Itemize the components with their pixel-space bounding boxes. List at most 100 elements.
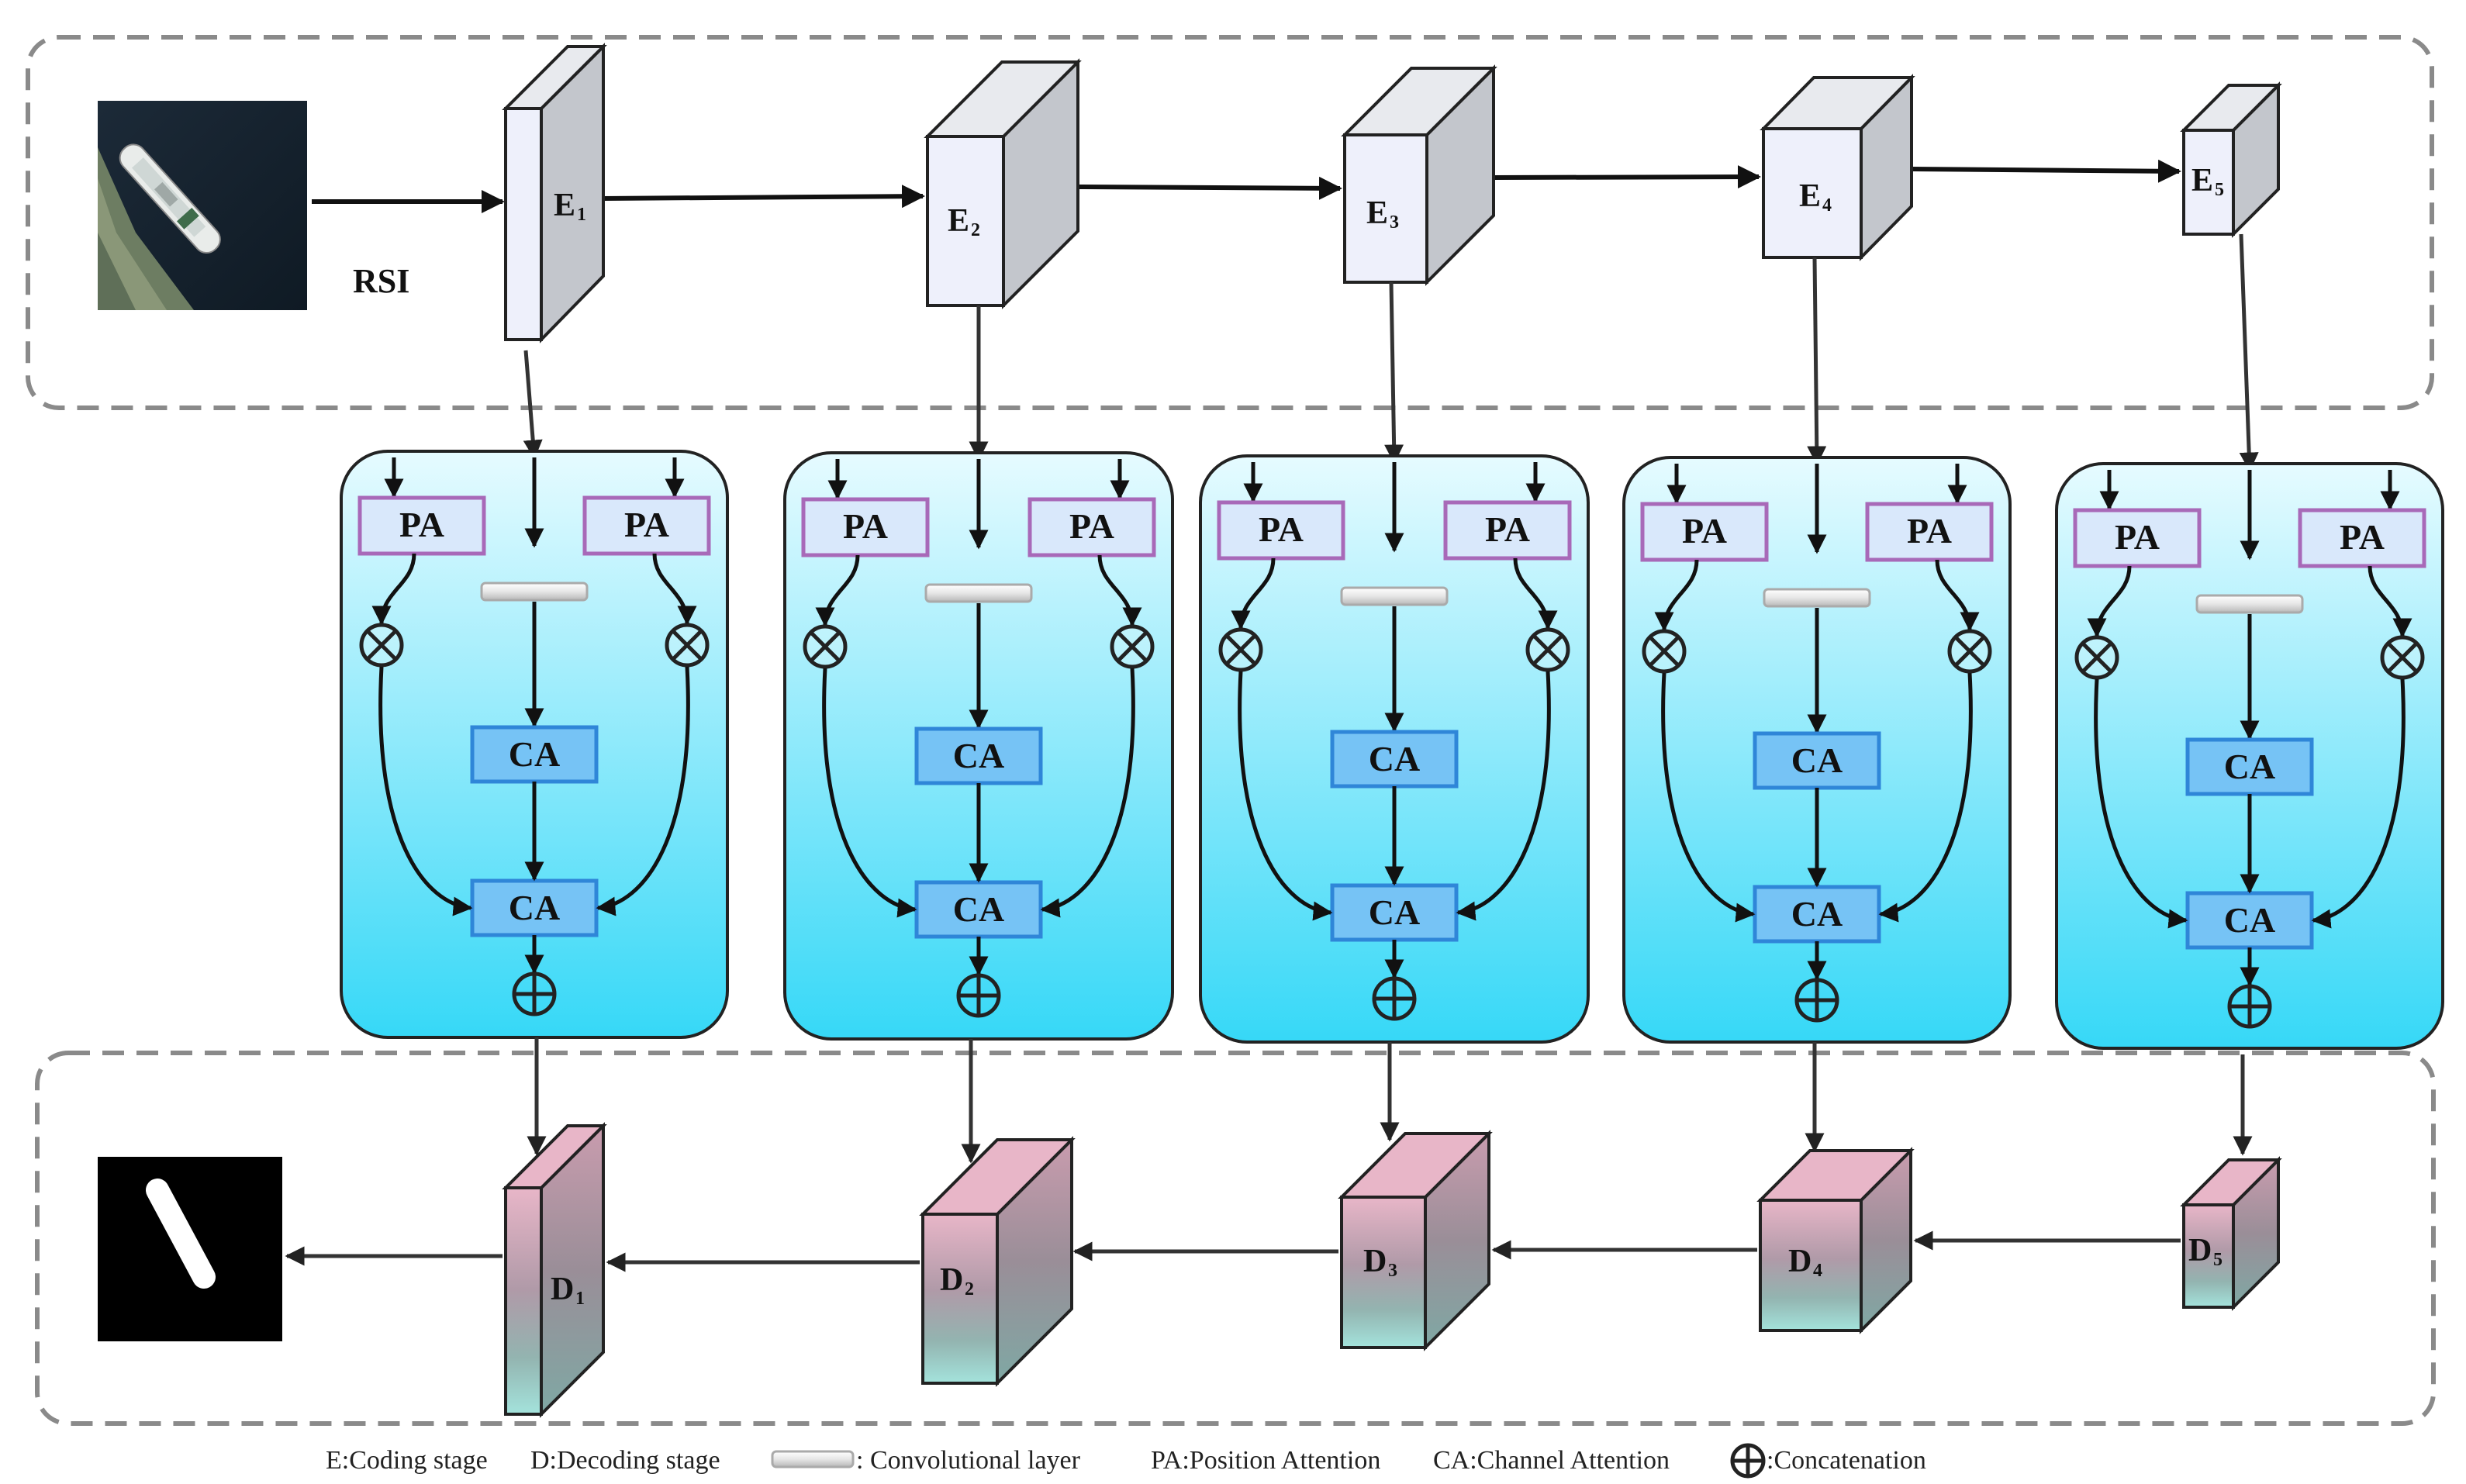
ca-label: CA [1791, 740, 1843, 780]
pa-box [1640, 502, 1769, 562]
legend-pa: PA:Position Attention [1151, 1446, 1380, 1475]
concat-icon [956, 973, 1001, 1018]
ca-label: CA [1369, 892, 1420, 932]
pa-label: PA [1069, 506, 1114, 546]
decoder-label-5: D [2188, 1233, 2212, 1268]
decoder-label-4: D [1788, 1244, 1812, 1279]
encoder-label-5: E [2191, 163, 2213, 198]
conv-layer [1763, 588, 1871, 608]
encoder-block-3: E 3 [1341, 64, 1497, 286]
legend-conv: : Convolutional layer [856, 1446, 1081, 1475]
attention-module-4: PA PA CA CA [1622, 257, 2012, 1044]
decoder-sub-3: 3 [1388, 1261, 1397, 1281]
ca-label: CA [953, 889, 1004, 929]
legend-coding: E:Coding stage [326, 1446, 488, 1475]
encoder-block-1: E 1 [502, 43, 607, 343]
decoder-sub-5: 5 [2213, 1250, 2223, 1270]
multiply-icon [2380, 635, 2425, 680]
pa-box [1217, 500, 1345, 561]
legend: E:Coding stage D:Decoding stage : Convol… [326, 1443, 1926, 1479]
ca-label: CA [953, 736, 1004, 775]
encoder-block-5: E 5 [2180, 81, 2282, 238]
concat-icon [1794, 978, 1839, 1023]
encoder-label-2: E [948, 203, 969, 239]
pa-box [357, 495, 486, 556]
encoder-label-1: E [554, 188, 575, 223]
ca-label: CA [1791, 894, 1843, 934]
encoder-stage-frame [26, 35, 2434, 410]
ca-box [1753, 731, 1881, 790]
encoder-sub-3: 3 [1390, 212, 1399, 233]
input-image [98, 101, 307, 310]
ca-label: CA [2224, 747, 2275, 786]
concat-icon [2227, 984, 2272, 1029]
ca-label: CA [2224, 900, 2275, 940]
multiply-icon [359, 623, 404, 668]
pa-box [582, 495, 711, 556]
concat-icon [1372, 976, 1417, 1021]
multiply-icon [1110, 624, 1155, 669]
decoder-block-1: D 1 [502, 1122, 607, 1418]
pa-label: PA [1259, 509, 1304, 549]
pa-label: PA [2115, 517, 2160, 557]
pa-box [1865, 502, 1994, 562]
concat-icon [512, 972, 557, 1016]
pa-box [2073, 508, 2202, 568]
decoder-block-4: D 4 [1756, 1147, 1915, 1334]
multiply-icon [803, 624, 848, 669]
encoder-label-4: E [1799, 178, 1821, 214]
multiply-icon [665, 623, 710, 668]
attention-module-5: PA PA CA CA [2055, 233, 2444, 1050]
decoder-block-3: D 3 [1338, 1130, 1493, 1351]
pa-label: PA [1907, 511, 1952, 550]
ca-box [2185, 737, 2314, 796]
encoder-sub-1: 1 [577, 205, 586, 225]
pa-label: PA [624, 505, 669, 544]
pa-label: PA [399, 505, 444, 544]
decoder-sub-4: 4 [1813, 1261, 1822, 1281]
pa-box [801, 497, 930, 557]
encoder-block-2: E 2 [924, 58, 1082, 309]
pa-label: PA [1682, 511, 1727, 550]
encoder-block-4: E 4 [1760, 74, 1915, 261]
multiply-icon [1947, 629, 1992, 674]
encoder-sub-5: 5 [2215, 180, 2224, 200]
decoder-sub-2: 2 [965, 1279, 974, 1299]
legend-concat: :Concatenation [1767, 1446, 1926, 1475]
encoder-sub-2: 2 [971, 220, 980, 240]
pa-box [1028, 497, 1156, 557]
decoder-block-2: D 2 [919, 1136, 1076, 1387]
attention-module-3: PA PA CA CA [1199, 281, 1590, 1044]
decoder-label-2: D [940, 1262, 963, 1298]
ca-label: CA [1369, 739, 1420, 778]
pa-box [2298, 508, 2426, 568]
multiply-icon [1525, 627, 1570, 672]
legend-decoding: D:Decoding stage [530, 1446, 720, 1475]
pa-label: PA [1485, 509, 1530, 549]
pa-label: PA [2340, 517, 2385, 557]
multiply-icon [2074, 635, 2119, 680]
decoder-label-3: D [1363, 1244, 1387, 1279]
legend-ca: CA:Channel Attention [1433, 1446, 1670, 1475]
encoder-sub-4: 4 [1822, 195, 1832, 216]
conv-layer [924, 583, 1033, 603]
conv-layer [2195, 594, 2304, 614]
ca-label: CA [509, 888, 560, 927]
multiply-icon [1642, 629, 1687, 674]
conv-layer [1340, 586, 1449, 606]
concat-icon [1730, 1443, 1766, 1479]
attention-module-2: PA PA CA CA [783, 305, 1174, 1041]
ca-label: CA [509, 734, 560, 774]
ca-box [470, 878, 599, 937]
pa-label: PA [843, 506, 888, 546]
decoder-label-1: D [551, 1272, 574, 1307]
decoder-stage-frame [35, 1051, 2436, 1426]
output-mask [98, 1157, 282, 1341]
decoder-block-5: D 5 [2180, 1156, 2282, 1311]
input-label: RSI [353, 262, 409, 300]
conv-layer [480, 582, 589, 602]
multiply-icon [1218, 627, 1263, 672]
legend-conv-swatch [771, 1450, 855, 1468]
attention-module-1: PA PA CA CA [340, 350, 729, 1039]
